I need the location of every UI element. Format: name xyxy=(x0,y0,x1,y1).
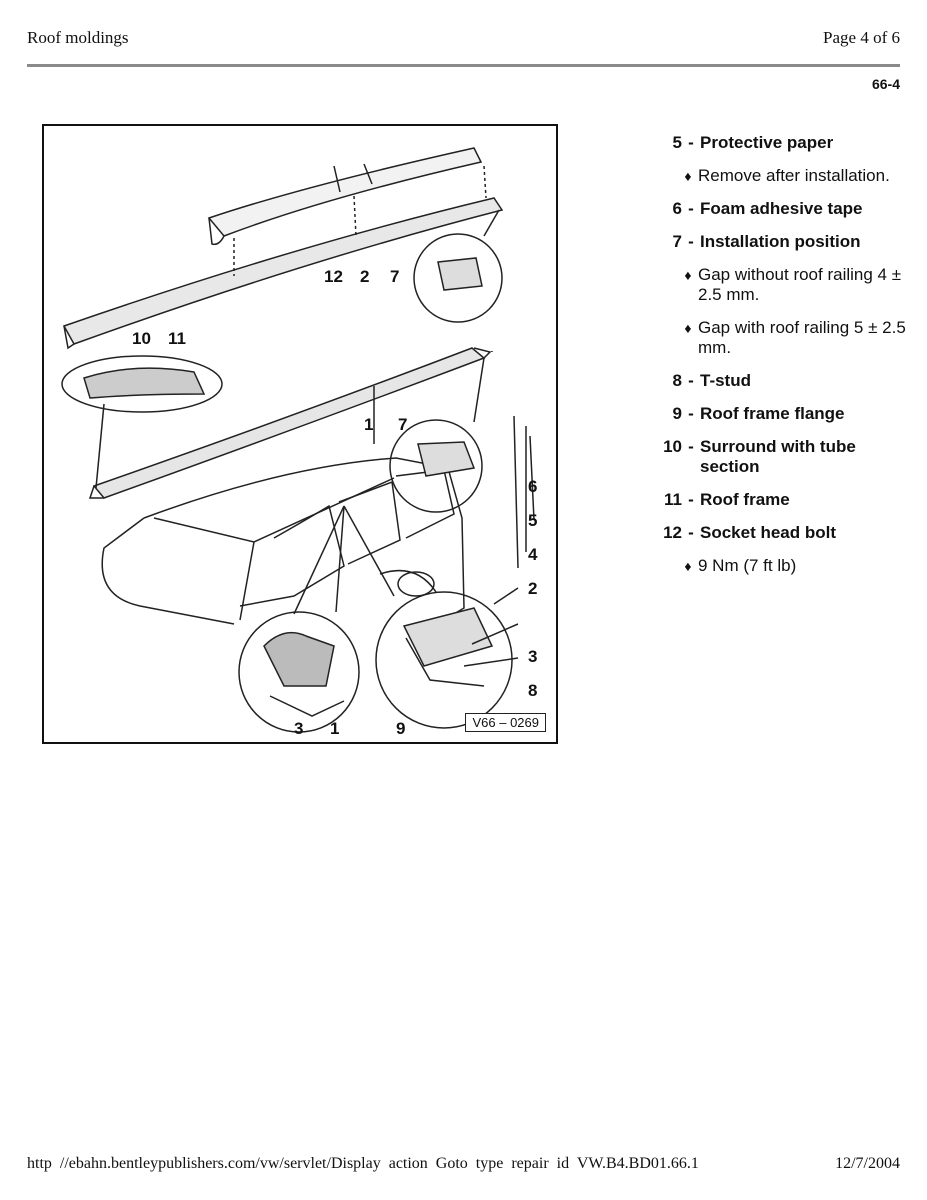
legend-note: ♦Gap with roof railing 5 ± 2.5 mm. xyxy=(678,318,910,358)
figure-code: V66 – 0269 xyxy=(465,713,546,732)
legend-item: 8-T-stud xyxy=(672,371,751,390)
diamond-bullet-icon: ♦ xyxy=(684,558,692,574)
roof-molding-diagram: 12 2 7 10 11 1 7 6 5 4 2 3 8 3 1 9 V66 –… xyxy=(42,124,558,744)
legend-item: 6-Foam adhesive tape xyxy=(672,199,863,218)
callout-label: 1 xyxy=(330,719,339,738)
callout-label: 2 xyxy=(528,579,537,598)
diamond-bullet-icon: ♦ xyxy=(684,168,692,184)
legend-note: ♦Gap without roof railing 4 ± 2.5 mm. xyxy=(678,265,910,305)
legend-item: 10-Surround with tube section xyxy=(663,437,856,476)
diamond-bullet-icon: ♦ xyxy=(684,267,692,283)
parts-legend: 5-Protective paper ♦Remove after install… xyxy=(640,133,910,589)
diamond-bullet-icon: ♦ xyxy=(684,320,692,336)
header-divider xyxy=(27,64,900,67)
callout-label: 1 xyxy=(364,415,373,434)
page-indicator: Page 4 of 6 xyxy=(823,28,900,47)
callout-label: 3 xyxy=(294,719,303,738)
callout-label: 4 xyxy=(528,545,538,564)
callout-label: 6 xyxy=(528,477,537,496)
callout-label: 3 xyxy=(528,647,537,666)
section-code: 66-4 xyxy=(871,76,900,92)
callout-label: 12 xyxy=(324,267,343,286)
legend-item: 12-Socket head bolt xyxy=(663,523,837,542)
callout-label: 8 xyxy=(528,681,537,700)
callout-label: 5 xyxy=(528,511,537,530)
callout-label: 11 xyxy=(168,329,186,348)
legend-item: 7-Installation position xyxy=(672,232,861,251)
callout-label: 2 xyxy=(360,267,369,286)
legend-note: ♦Remove after installation. xyxy=(678,166,910,186)
callout-label: 7 xyxy=(398,415,407,434)
legend-note: ♦9 Nm (7 ft lb) xyxy=(678,556,910,576)
diagram-drawing: 12 2 7 10 11 1 7 6 5 4 2 3 8 3 1 9 xyxy=(61,147,538,738)
callout-label: 7 xyxy=(390,267,399,286)
legend-item: 5-Protective paper xyxy=(672,133,834,152)
document-title: Roof moldings xyxy=(27,28,129,47)
legend-item: 9-Roof frame flange xyxy=(672,404,845,423)
print-date: 12/7/2004 xyxy=(835,1155,900,1172)
callout-label: 9 xyxy=(396,719,405,738)
source-url[interactable]: http //ebahn.bentleypublishers.com/vw/se… xyxy=(27,1155,699,1172)
callout-label: 10 xyxy=(132,329,151,348)
legend-item: 11-Roof frame xyxy=(664,490,790,509)
